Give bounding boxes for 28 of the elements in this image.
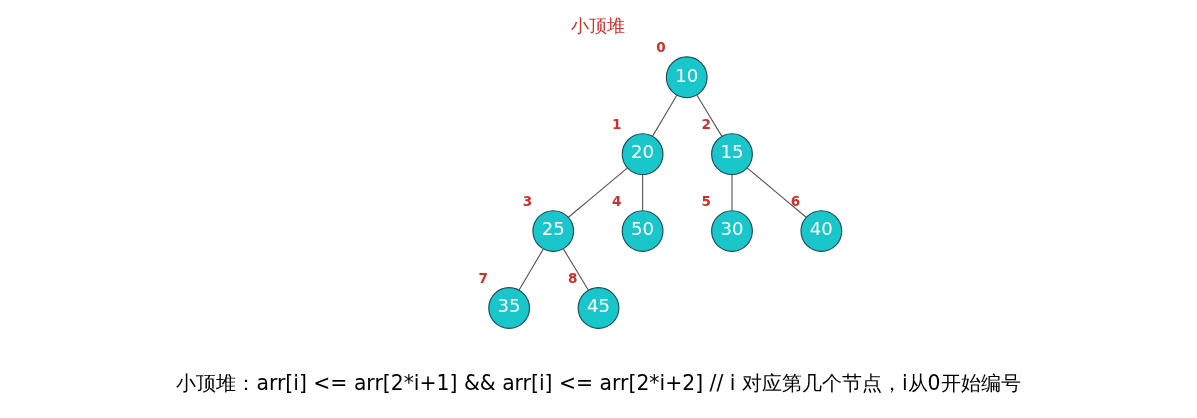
node-circle: 25 [532,210,575,252]
connector [562,248,589,291]
node-label: 6 [790,192,801,209]
node-circle: 30 [711,210,753,252]
node-circle: 20 [621,133,664,176]
connector [567,167,629,218]
node-label: 7 [478,269,489,286]
node-circle: 35 [488,287,531,329]
node-label: 3 [522,192,533,209]
node-circle: 10 [665,56,708,99]
node-label: 4 [612,192,622,209]
node-circle: 15 [711,133,753,176]
node-circle: 45 [577,287,620,329]
caption: 小顶堆：arr[i] <= arr[2*i+1] && arr[i] <= arr[2*i+2] // i 对应第几个节点，i从0开始编号 [176,370,1021,395]
node-circle: 50 [621,210,664,252]
connector [652,94,678,137]
connector [746,167,807,218]
node-label: 5 [701,192,711,209]
node-label: 8 [567,269,578,286]
node-label: 2 [701,115,711,132]
diagram-title: 小顶堆 [571,14,626,36]
node-circle: 40 [800,210,843,252]
connector [518,248,544,291]
node-label: 1 [612,115,622,132]
connector [731,174,733,211]
connector [642,174,644,211]
connector [696,94,723,137]
node-label: 0 [656,38,666,55]
